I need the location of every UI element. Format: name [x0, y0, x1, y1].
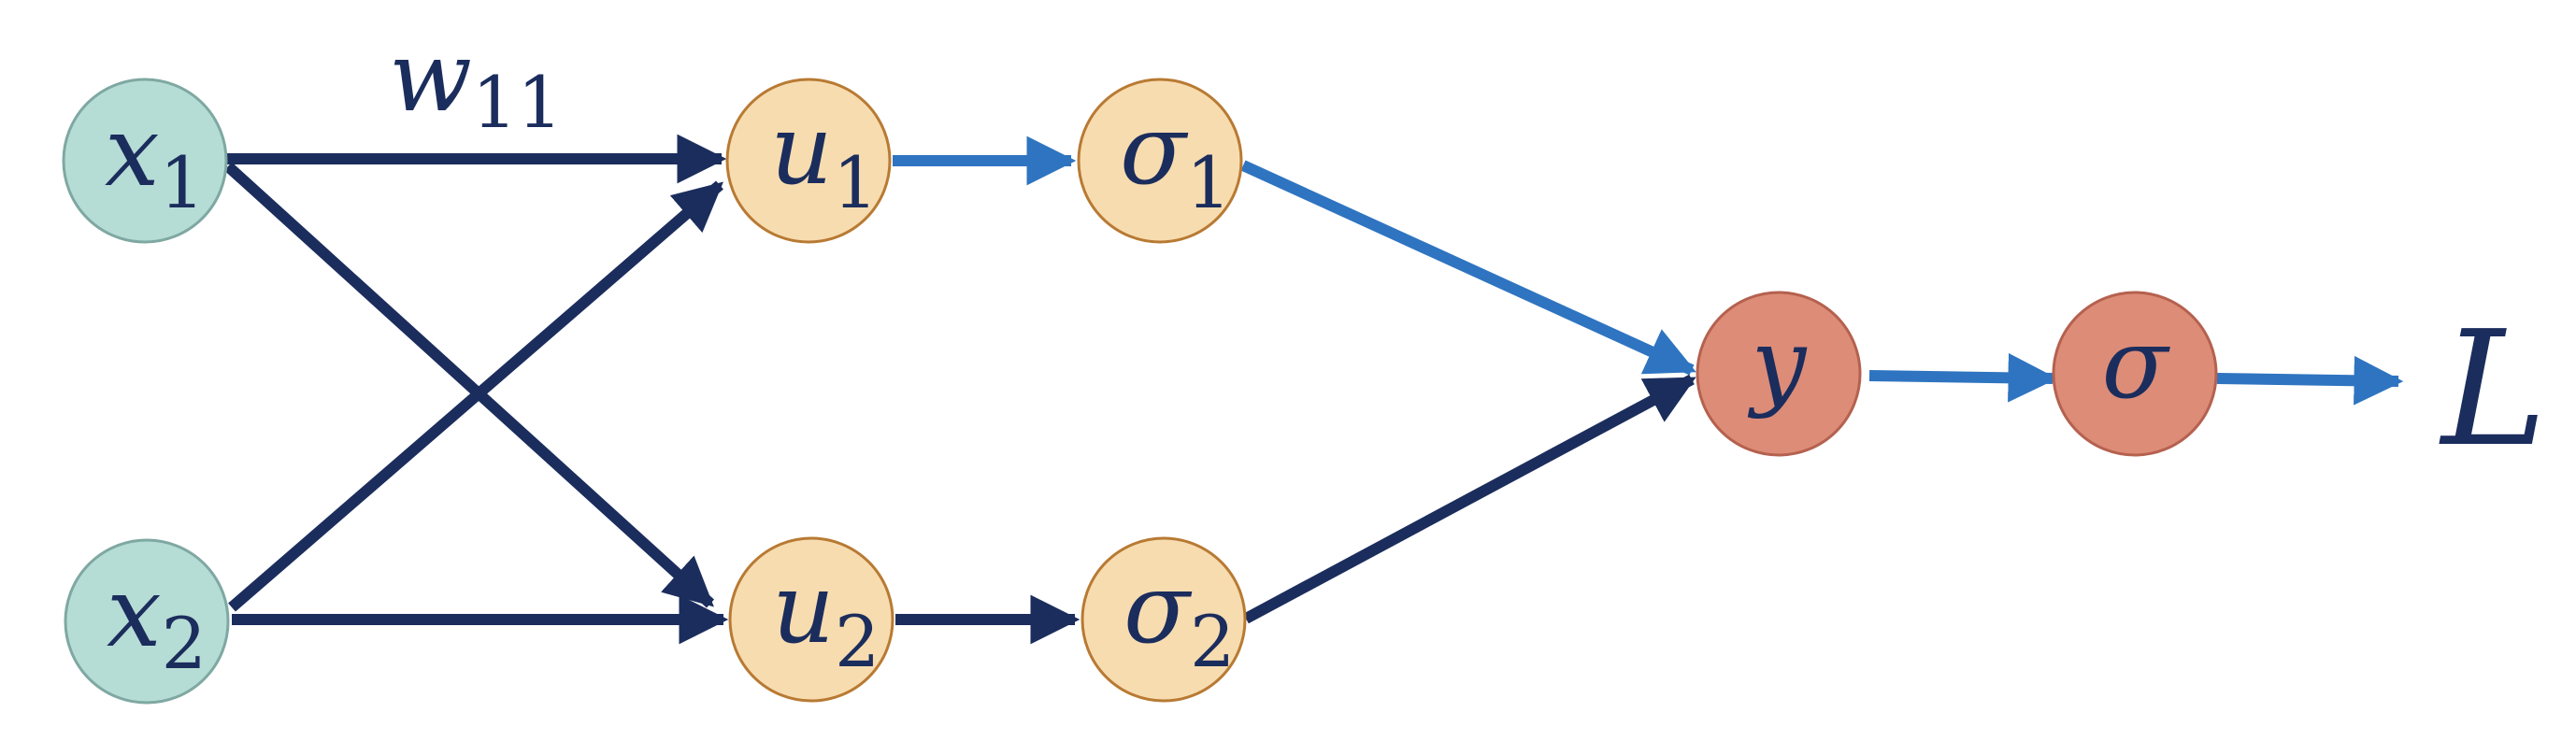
svg-text:u2: u2: [772, 551, 880, 683]
node-x1-base: x: [105, 94, 160, 208]
weight-label-base: w: [389, 20, 472, 134]
node-x2-base: x: [107, 555, 162, 669]
svg-text:x2: x2: [107, 555, 207, 685]
weight-label-sub: 11: [472, 61, 563, 144]
edge-x1-u2: [223, 162, 715, 608]
node-x2: x2: [64, 538, 230, 705]
node-u1-base: u: [770, 93, 833, 207]
node-sigma1: σ1: [1077, 78, 1243, 244]
node-y: y: [1696, 291, 1862, 457]
node-y-label: y: [1748, 306, 1808, 420]
node-sigma2-sub: 2: [1190, 600, 1235, 683]
edge-y-sigma: [1868, 352, 2058, 403]
node-u1-sub: 1: [833, 141, 878, 224]
node-u2-base: u: [772, 551, 835, 665]
node-sigma2: σ2: [1080, 536, 1247, 703]
weight-label-w11: w11: [389, 20, 563, 144]
svg-text:σ1: σ1: [1120, 93, 1231, 224]
node-x1-sub: 1: [160, 141, 205, 224]
node-u1: u1: [725, 78, 892, 244]
edge-x2-u1: [228, 180, 723, 612]
edge-sigma-L: [2216, 355, 2404, 406]
loss-label: L: [2439, 297, 2547, 482]
node-x2-sub: 2: [162, 602, 207, 685]
svg-text:u1: u1: [770, 93, 878, 224]
node-u2: u2: [728, 536, 894, 703]
edge-s1-y: [1240, 160, 1696, 376]
node-sigma-out: σ: [2052, 291, 2218, 457]
node-sigma2-base: σ: [1123, 551, 1193, 665]
node-sigma1-base: σ: [1120, 93, 1189, 207]
edges: [223, 134, 2404, 645]
edge-s2-y: [1243, 374, 1696, 624]
svg-text:x1: x1: [105, 94, 205, 224]
node-x1: x1: [62, 78, 228, 244]
svg-text:σ2: σ2: [1123, 551, 1235, 683]
node-sigma-out-label: σ: [2102, 306, 2171, 420]
node-sigma1-sub: 1: [1186, 141, 1231, 224]
node-u2-sub: 2: [835, 600, 880, 683]
